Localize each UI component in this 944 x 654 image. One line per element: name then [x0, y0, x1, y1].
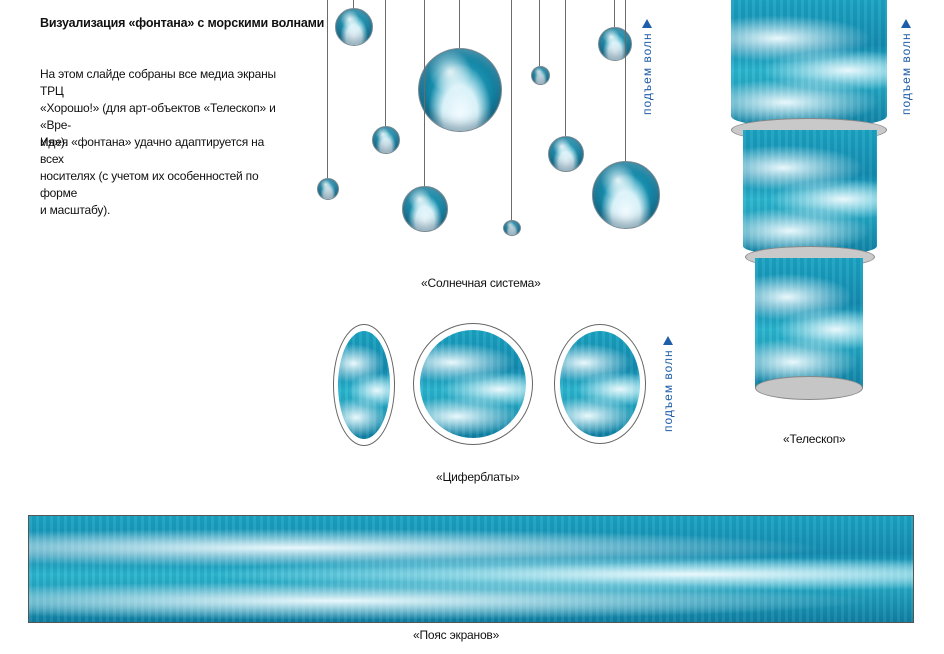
- telescope-base: [755, 376, 863, 400]
- description-paragraph-1: На этом слайде собраны все медиа экраны …: [40, 66, 290, 151]
- screen-belt-frame: [28, 515, 914, 623]
- telescope-cylinder-middle: [743, 130, 877, 256]
- sphere: [503, 220, 521, 236]
- description-line: мя»).: [40, 135, 68, 149]
- sphere: [598, 27, 632, 61]
- hanging-wire: [327, 0, 328, 178]
- sphere: [372, 126, 400, 154]
- caption-solar-system: «Солнечная система»: [421, 276, 541, 290]
- caption-telescope: «Телескоп»: [783, 432, 846, 446]
- arrow-up-icon: [901, 19, 911, 28]
- arrow-up-icon: [642, 19, 652, 28]
- wave-rise-label: подъем волн: [899, 32, 913, 115]
- description-paragraph-2: Идея «фонтана» удачно адаптируется на вс…: [40, 134, 290, 219]
- description-line: носителях (с учетом их особенностей по ф…: [40, 169, 259, 200]
- wave-rise-label: подъем волн: [661, 349, 675, 432]
- description-line: «Хорошо!» (для арт-объектов «Телескоп» и…: [40, 101, 276, 132]
- dial-screen: [560, 331, 640, 437]
- hanging-wire: [614, 0, 615, 27]
- dial-screen: [338, 331, 390, 439]
- sphere: [335, 8, 373, 46]
- sphere: [402, 186, 448, 232]
- arrow-up-icon: [663, 336, 673, 345]
- page-title: Визуализация «фонтана» с морскими волнам…: [40, 16, 325, 30]
- hanging-wire: [511, 0, 512, 220]
- hanging-wire: [539, 0, 540, 66]
- hanging-wire: [353, 0, 354, 10]
- sphere: [317, 178, 339, 200]
- screen-belt-image: [29, 516, 913, 622]
- description-line: На этом слайде собраны все медиа экраны …: [40, 67, 276, 98]
- telescope-cylinder-bottom: [755, 258, 863, 388]
- telescope-cylinder-top: [731, 0, 887, 128]
- caption-dials: «Циферблаты»: [436, 470, 520, 484]
- description-line: и масштабу).: [40, 203, 111, 217]
- hanging-wire: [385, 0, 386, 126]
- sphere: [418, 48, 502, 132]
- sphere: [531, 66, 550, 85]
- hanging-wire: [565, 0, 566, 136]
- dial: [333, 324, 395, 446]
- description-line: Идея «фонтана» удачно адаптируется на вс…: [40, 135, 265, 166]
- hanging-wire: [424, 0, 425, 186]
- dial: [413, 323, 533, 445]
- wave-rise-label: подъем волн: [640, 32, 654, 115]
- hanging-wire: [459, 0, 460, 48]
- dial-screen: [420, 330, 526, 438]
- caption-belt: «Пояс экранов»: [413, 628, 500, 642]
- hanging-wire: [625, 0, 626, 161]
- sphere: [592, 161, 660, 229]
- sphere: [548, 136, 584, 172]
- dial: [554, 324, 646, 444]
